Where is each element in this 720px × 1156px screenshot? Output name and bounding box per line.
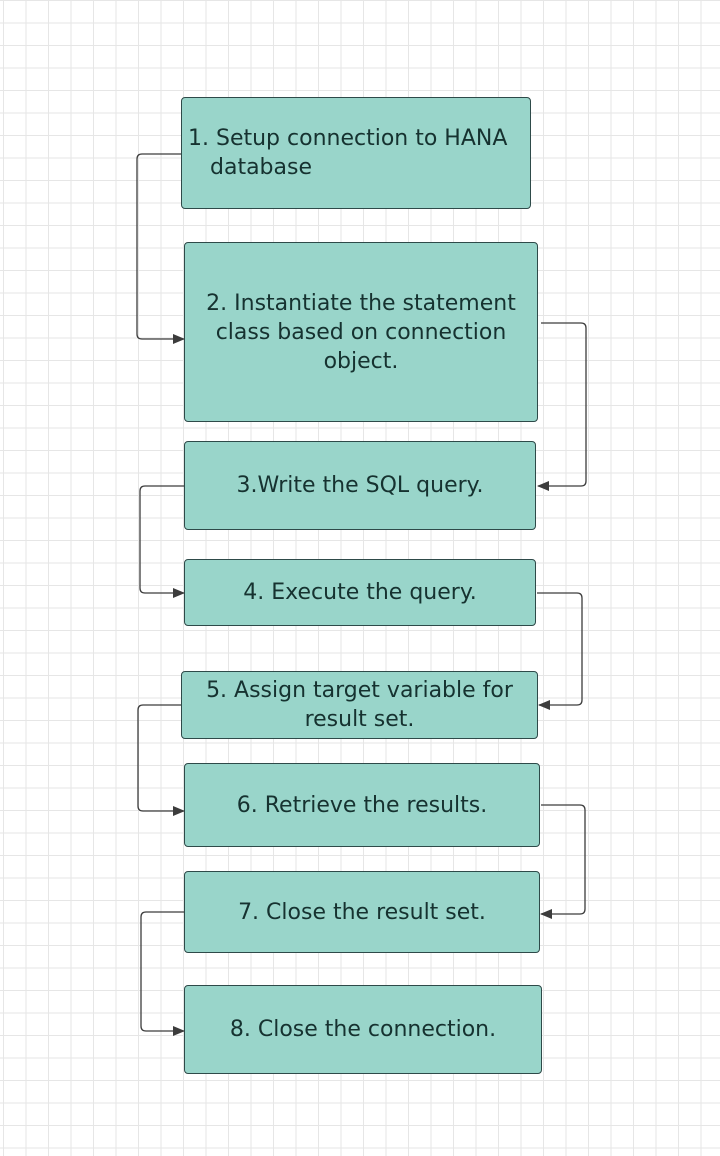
connector-7-8 [140,911,185,1036]
step-1-label: 1. Setup connection to HANA database [188,126,508,180]
connector-5-6 [137,704,185,816]
step-4-box: 4. Execute the query. [184,559,536,626]
step-5-box: 5. Assign target variable for result set… [181,671,538,739]
step-2-box: 2. Instantiate the statement class based… [184,242,538,422]
connector-4-5 [537,592,583,710]
step-7-box: 7. Close the result set. [184,871,540,953]
connector-2-3 [537,322,587,491]
step-1-box: 1. Setup connection to HANA database [181,97,531,209]
step-3-box: 3.Write the SQL query. [184,441,536,530]
step-8-box: 8. Close the connection. [184,985,542,1074]
connector-3-4 [139,485,185,598]
step-2-label: 2. Instantiate the statement class based… [206,290,516,374]
step-6-box: 6. Retrieve the results. [184,763,540,847]
step-8-label: 8. Close the connection. [229,1017,497,1042]
connector-1-2 [136,153,185,344]
step-4-label: 4. Execute the query. [243,580,477,605]
step-6-label: 6. Retrieve the results. [236,792,488,818]
step-3-label: 3.Write the SQL query. [236,473,484,498]
connector-6-7 [540,804,586,919]
step-5-label: 5. Assign target variable for result set… [206,678,513,732]
step-7-label: 7. Close the result set. [238,899,486,925]
